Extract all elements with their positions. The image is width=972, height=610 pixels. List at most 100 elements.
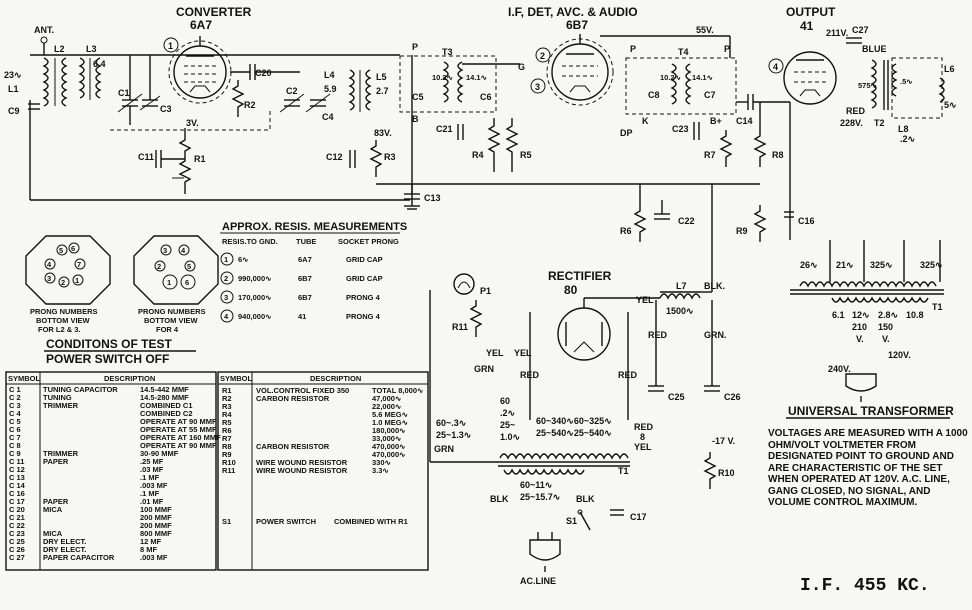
cap-table-symbol: C 3 <box>9 401 21 410</box>
t3-label: T3 <box>442 47 453 57</box>
t1-fil2: 25~15.7∿ <box>520 492 560 502</box>
t1-label: T1 <box>618 466 629 476</box>
cap-table-symbol: C 2 <box>9 393 21 402</box>
cap-table-symbol: C 7 <box>9 433 21 442</box>
cap-table-desc: PAPER CAPACITOR <box>43 553 115 562</box>
right-prong-6: 6 <box>185 278 189 287</box>
resis-row-value: 990,000∿ <box>238 274 272 283</box>
cap-table-value: .003 MF <box>140 481 168 490</box>
left-prong-3: 3 <box>47 274 51 283</box>
voltage-note-container: VOLTAGES ARE MEASURED WITH A 1000 OHM/VO… <box>768 428 968 508</box>
l6-value: 5∿ <box>944 100 957 110</box>
ut-tap-150: 150 <box>878 322 893 332</box>
t1-sec2: 25~540∿25~540∿ <box>536 428 612 438</box>
res-table-symbol: R10 <box>222 458 236 467</box>
left-prong-caption: PRONG NUMBERS <box>30 307 98 316</box>
blk-wire-2: BLK <box>576 494 595 504</box>
t1-pri-b3: 1.0∿ <box>500 432 520 442</box>
antenna-symbol <box>40 36 48 55</box>
ifdet-tube-symbol <box>546 34 614 106</box>
r6-label: R6 <box>620 226 632 236</box>
cap-table-symbol: C 4 <box>9 409 22 418</box>
c14-capacitor <box>736 94 790 110</box>
antenna-label: ANT. <box>34 25 54 35</box>
ut-tap-v1: V. <box>856 334 864 344</box>
r5-resistor <box>505 118 519 172</box>
cap-table-value: OPERATE AT 160 MMF <box>140 433 221 442</box>
t3-b-label: B <box>412 114 419 124</box>
c1-label: C1 <box>118 88 130 98</box>
l7-choke <box>659 293 701 300</box>
cap-table-symbol: C 9 <box>9 449 21 458</box>
right-prong-caption: PRONG NUMBERS <box>138 307 206 316</box>
c3-trimmer <box>139 55 161 111</box>
t1-power-transformer <box>498 453 630 475</box>
right-prong-caption3: FOR 4 <box>156 325 179 334</box>
blk-wire-1: BLK <box>490 494 509 504</box>
c26-label: C26 <box>724 392 741 402</box>
left-prong-4: 4 <box>47 260 52 269</box>
rectifier-tube-symbol <box>557 298 611 361</box>
t1-pri-a1: 60~.3∿ <box>436 418 466 428</box>
cap-table-value: 30-90 MMF <box>140 449 179 458</box>
res-table-value: 180,000∿ <box>372 426 406 435</box>
c22-label: C22 <box>678 216 695 226</box>
resis-row-tube: 41 <box>298 312 306 321</box>
resis-row-num: 4 <box>224 312 229 321</box>
marker-1 <box>163 37 179 53</box>
universal-transformer-title: UNIVERSAL TRANSFORMER <box>788 404 954 418</box>
resis-row-num: 2 <box>224 274 228 283</box>
res-table-symbol: R5 <box>222 418 232 427</box>
cap-table-symbol: C 6 <box>9 425 21 434</box>
ut-tap-v2: V. <box>882 334 890 344</box>
t2-output-transformer <box>870 57 943 119</box>
res-table-header-symbol: SYMBOL <box>220 374 253 383</box>
osc-coil <box>348 69 372 112</box>
cap-table-desc: DRY ELECT. <box>43 545 86 554</box>
resis-row-value: 170,000∿ <box>238 293 272 302</box>
cap-table-header-symbol: SYMBOL <box>8 374 41 383</box>
ut-tap-10-8: 10.8 <box>906 310 924 320</box>
cap-table-symbol: C 8 <box>9 441 21 450</box>
res-table-value: 1.0 MEG∿ <box>372 418 409 427</box>
c23-label: C23 <box>672 124 689 134</box>
grn-wire-2: GRN <box>434 444 454 454</box>
rectifier-title: RECTIFIER <box>548 269 612 283</box>
marker-2-label: 2 <box>540 51 545 61</box>
res-table-symbol: R8 <box>222 442 232 451</box>
cap-table-desc: TUNING CAPACITOR <box>43 385 118 394</box>
t4-label: T4 <box>678 47 689 57</box>
left-prong-5: 5 <box>59 246 63 255</box>
t1-sec1: 60~340∿60~325∿ <box>536 416 612 426</box>
left-prong-2: 2 <box>61 278 65 287</box>
res-table-value: 47,000∿ <box>372 394 402 403</box>
t4-windings <box>600 35 731 105</box>
grn-wire-1: GRN <box>474 364 494 374</box>
resis-row-tube: 6A7 <box>298 255 312 264</box>
t1-pri-a2: 25~1.3∿ <box>436 430 471 440</box>
cap-table-symbol: C 20 <box>9 505 25 514</box>
converter-title: CONVERTER <box>176 5 252 19</box>
r1-volume-control <box>178 128 192 194</box>
cap-table-desc: DRY ELECT. <box>43 537 86 546</box>
cap-table-value: 200 MMF <box>140 513 172 522</box>
cap-table-symbol: C 16 <box>9 489 25 498</box>
r8-resistor <box>753 130 767 167</box>
l4-value: 5.9 <box>324 84 337 94</box>
cap-table-value: OPERATE AT 90 MMF <box>140 417 217 426</box>
resis-row-value: 940,000∿ <box>238 312 272 321</box>
l7-label: L7 <box>676 281 687 291</box>
res-table-desc: WIRE WOUND RESISTOR <box>256 466 348 475</box>
bplus-label: B+ <box>710 116 722 126</box>
l8-label: L8 <box>898 124 909 134</box>
l6-label: L6 <box>944 64 955 74</box>
red-wire-center: RED <box>648 330 668 340</box>
r7-label: R7 <box>704 150 716 160</box>
t3-p-label: P <box>412 42 418 52</box>
t3-secondary-value: 14.1∿ <box>466 73 488 82</box>
grn-wire-3: GRN. <box>704 330 727 340</box>
cap-table-desc: TUNING <box>43 393 72 402</box>
antenna-coil <box>42 57 102 107</box>
resis-row-prong: PRONG 4 <box>346 312 381 321</box>
